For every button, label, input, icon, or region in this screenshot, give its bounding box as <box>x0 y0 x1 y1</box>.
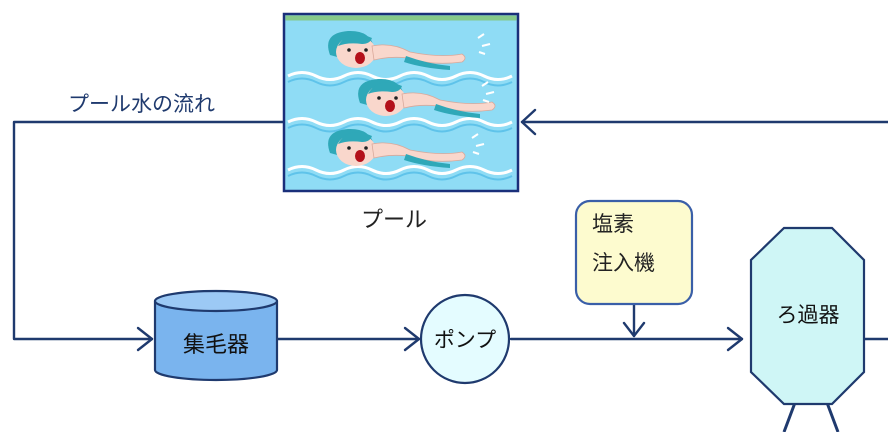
swimmer-3 <box>328 128 485 168</box>
swimmer-1 <box>328 30 491 70</box>
chlorine-injector: 塩素 注入機 <box>574 199 694 306</box>
hair-collector: 集毛器 <box>153 289 279 382</box>
filter-leg-right <box>824 399 840 433</box>
pool-caption: プール <box>361 208 427 233</box>
pump: ポンプ <box>419 293 511 385</box>
arrow-into-collector <box>136 326 154 352</box>
filter-leg-left <box>782 399 798 433</box>
pump-circle <box>419 293 511 385</box>
chlorine-injector-box <box>574 199 694 306</box>
filter-label: ろ過器 <box>777 303 840 327</box>
swimmer-2 <box>358 78 496 118</box>
water-waves <box>287 71 513 175</box>
pool-illustration <box>282 12 520 193</box>
arrow-into-pump <box>403 326 421 352</box>
water-waves-shade <box>287 77 513 181</box>
filter-tank: ろ過器 <box>749 226 866 433</box>
pool-outlet-line <box>12 120 286 341</box>
chlorine-label-line2: 注入機 <box>592 251 655 275</box>
arrow-into-pool <box>520 108 537 136</box>
filter-body <box>749 226 866 406</box>
flow-lines <box>12 108 888 352</box>
collector-body <box>153 301 279 382</box>
arrow-chlorine-down <box>622 321 646 338</box>
pool-deck <box>285 15 517 21</box>
collector-label: 集毛器 <box>183 333 249 358</box>
collector-top <box>153 289 279 313</box>
arrow-into-filter <box>726 326 744 352</box>
flow-label: プール水の流れ <box>68 92 215 116</box>
pump-label: ポンプ <box>434 328 496 352</box>
chlorine-label-line1: 塩素 <box>592 212 634 236</box>
